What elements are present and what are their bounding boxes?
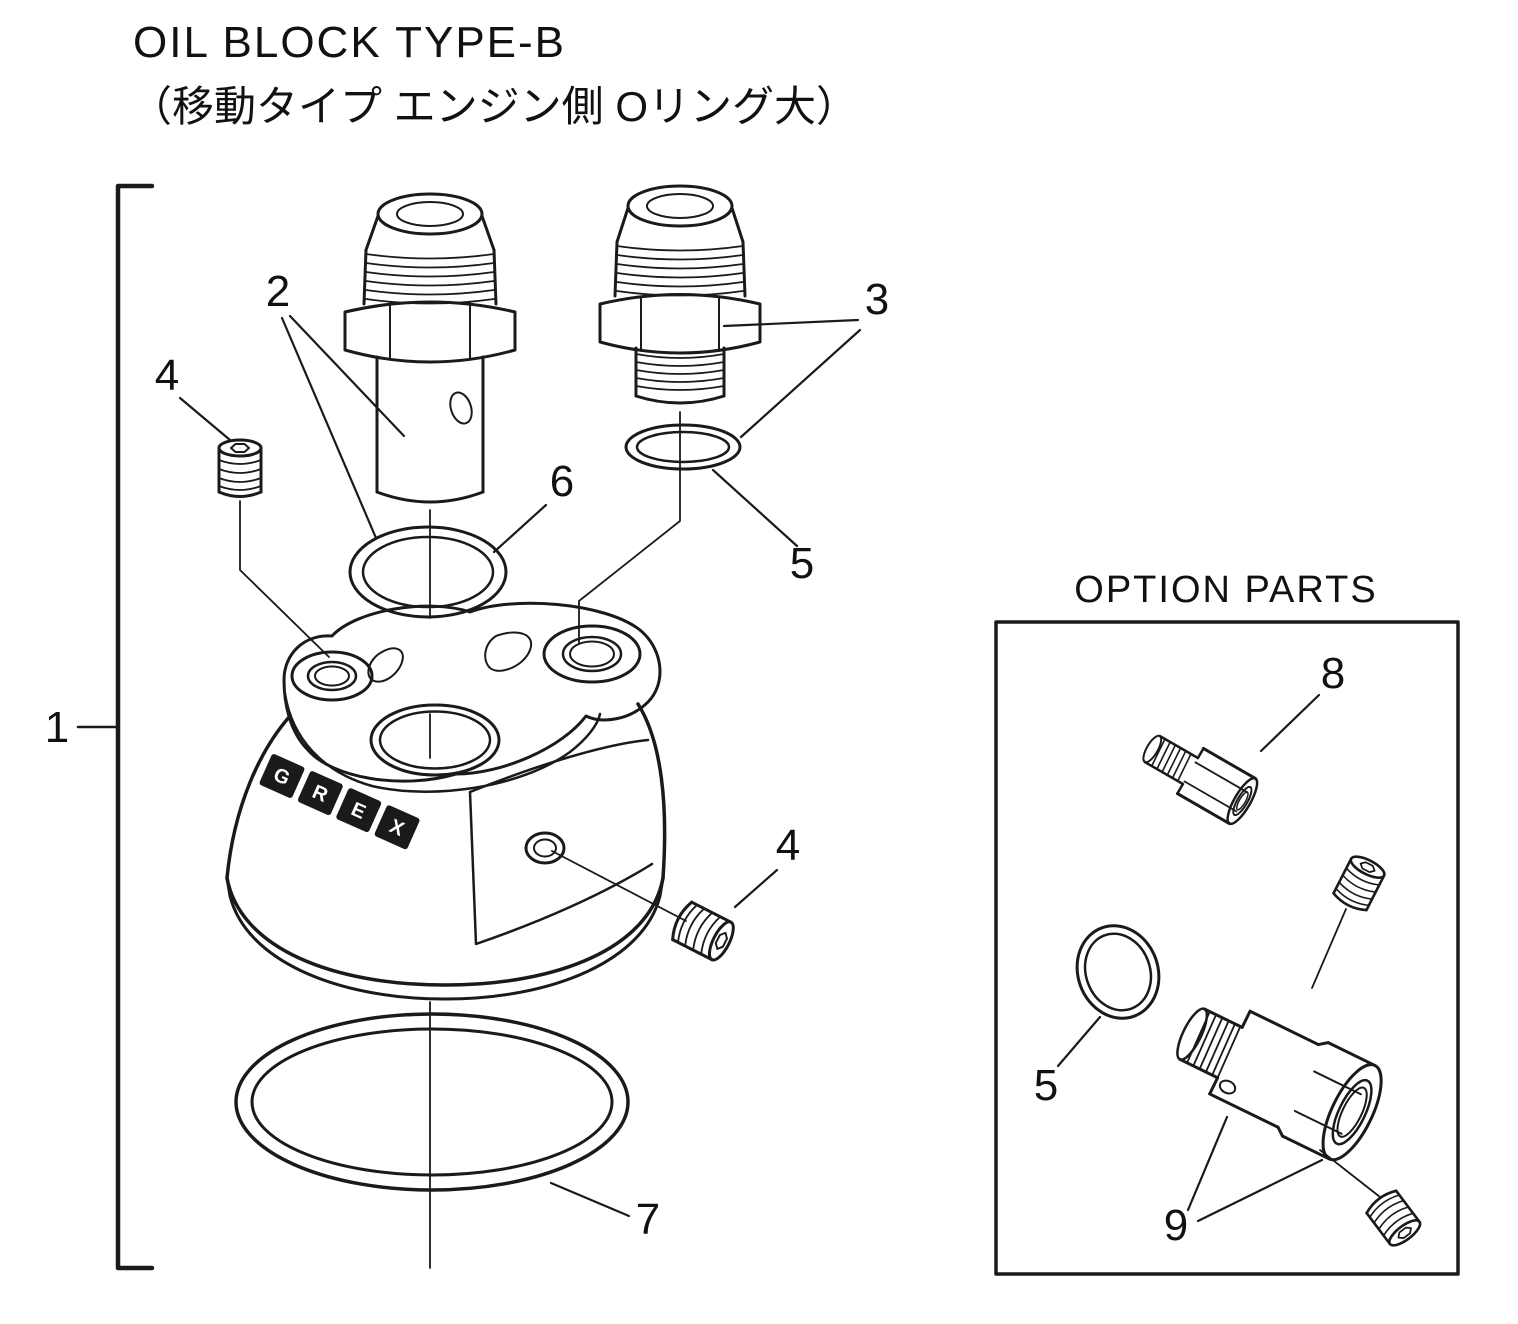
side-facet: [468, 738, 654, 946]
logo-tile: R: [297, 771, 343, 815]
facet-plug-hole: [524, 831, 566, 865]
hex-facets: [1293, 1070, 1362, 1135]
logo-tile: X: [374, 805, 420, 850]
part-number-labels: 1 2 3 4 6 5 4 7 8 5 9: [45, 267, 1345, 1250]
leader-8: [1259, 693, 1321, 753]
thread-lines: [365, 253, 495, 305]
label-part-2: 2: [266, 267, 290, 316]
plug-screw-option-bottom: [1362, 1186, 1426, 1251]
flange-port-left: [290, 650, 374, 702]
diagram-subtitle: （移動タイプ エンジン側 Oリング大）: [130, 83, 858, 130]
hex-nut: [598, 293, 762, 355]
leader-9b: [1196, 1158, 1324, 1223]
sensor-block-9: [1176, 1007, 1383, 1162]
fitting-union-2: [343, 192, 517, 504]
leader-7: [549, 1181, 631, 1218]
label-part-9: 9: [1164, 1201, 1188, 1250]
plate-cutout-right: [484, 631, 533, 672]
label-part-4-right: 4: [776, 821, 800, 870]
plug-right-guide-line: [551, 850, 687, 922]
leader-4-left: [178, 396, 232, 442]
plate-cutout-left: [367, 647, 404, 683]
plug-screw-option-top: [1330, 851, 1389, 915]
flange-thickness-edge: [283, 692, 602, 793]
oring-7: [234, 1012, 630, 1192]
label-part-6: 6: [550, 457, 574, 506]
adapter-fitting-8: [1142, 734, 1259, 826]
option-parts-heading: OPTION PARTS: [1074, 569, 1377, 611]
hex-nut: [343, 300, 517, 364]
diagram-title: OIL BLOCK TYPE-B: [133, 18, 566, 67]
leader-2a: [288, 314, 406, 438]
oring-6: [348, 525, 508, 619]
leader-lines: [178, 314, 1324, 1223]
leader-2b: [280, 316, 378, 540]
side-port-hole: [449, 391, 473, 425]
label-part-8: 8: [1321, 649, 1345, 698]
plug-left-guide-line: [239, 500, 330, 658]
leader-5: [711, 468, 799, 548]
sensor-port-hole: [1218, 1079, 1237, 1095]
hex-facets: [1183, 761, 1249, 813]
option-parts-box: [994, 620, 1460, 1276]
option-top-plug-guide-line: [1311, 908, 1347, 989]
fitting-union-3: [598, 184, 762, 405]
thread-lines-lower: [635, 353, 725, 391]
leader-4-right: [733, 868, 779, 909]
leader-3b: [739, 328, 862, 439]
label-part-7: 7: [636, 1195, 660, 1244]
top-flange-plate: [282, 601, 662, 783]
leader-5-option: [1056, 1015, 1102, 1068]
leader-3a: [722, 318, 860, 328]
fitting-right-guide-line: [578, 411, 681, 645]
flange-port-right: [542, 624, 642, 684]
thread-lines: [1186, 1010, 1242, 1079]
label-part-3: 3: [865, 275, 889, 324]
oring-5: [624, 423, 742, 471]
central-bore: [369, 703, 501, 777]
leader-6: [492, 503, 548, 554]
logo-tile: G: [259, 754, 305, 798]
base-skirt: [225, 876, 665, 987]
label-part-4-left: 4: [155, 351, 179, 400]
oring-5-option: [1075, 924, 1161, 1020]
label-part-5: 5: [790, 539, 814, 588]
label-part-5-option: 5: [1034, 1061, 1058, 1110]
oil-block-body: G R E X: [225, 601, 667, 1001]
leader-9a: [1186, 1115, 1229, 1212]
assembly-bracket: [76, 183, 155, 1271]
logo-tile: E: [336, 788, 382, 833]
thread-lines: [616, 245, 744, 297]
grex-logo: G R E X: [259, 754, 420, 850]
label-part-1: 1: [45, 703, 69, 752]
plug-screw-4-right: [667, 898, 740, 965]
plug-screw-4-left: [217, 438, 263, 498]
thread-lines: [1150, 738, 1192, 782]
